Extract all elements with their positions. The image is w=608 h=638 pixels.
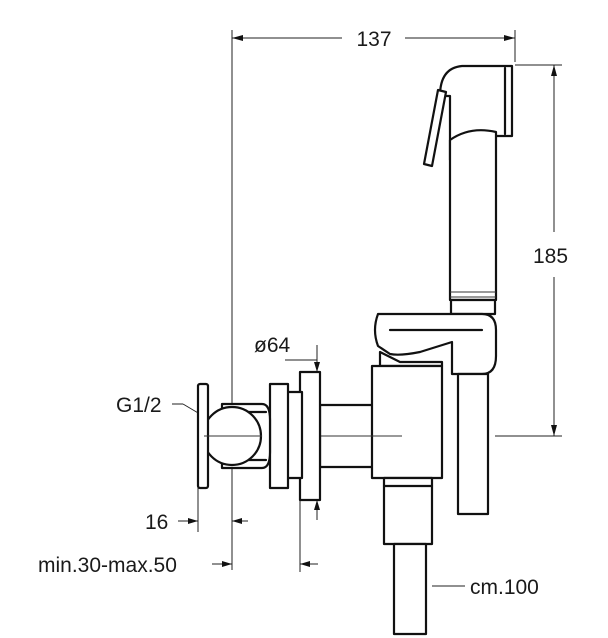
valve-body	[318, 364, 444, 636]
arrow-185-bottom	[551, 425, 557, 436]
arrow-64-bottom	[314, 500, 320, 510]
flange	[284, 370, 322, 502]
valve-handle	[196, 382, 290, 490]
hose-connector	[382, 476, 434, 546]
label-thread: G1/2	[116, 394, 162, 417]
arrow-16-left	[188, 518, 198, 524]
arrow-wall-left	[222, 561, 232, 567]
shower-trigger	[422, 88, 448, 168]
arrow-64-top	[314, 362, 320, 372]
arrow-wall-right	[300, 561, 310, 567]
holder-clip	[378, 350, 444, 368]
hose-upper	[456, 372, 490, 516]
label-handle-offset: 16	[145, 511, 168, 534]
valve-block	[370, 364, 444, 480]
arrow-137-left	[232, 35, 243, 41]
hand-shower	[422, 64, 514, 316]
label-height-overall: 185	[533, 245, 568, 268]
arrow-185-top	[551, 65, 557, 76]
label-flange-diameter: ø64	[254, 334, 291, 357]
label-wall-depth: min.30-max.50	[38, 554, 177, 577]
label-width-overall: 137	[356, 28, 391, 51]
arrow-16-right	[232, 518, 242, 524]
label-hose-length: cm.100	[470, 576, 539, 599]
shower-collar	[449, 298, 497, 316]
shower-handle	[448, 129, 498, 302]
holder	[373, 312, 498, 516]
arrow-137-right	[504, 35, 515, 41]
knob-plate	[268, 382, 290, 490]
hose-lower	[392, 542, 428, 636]
